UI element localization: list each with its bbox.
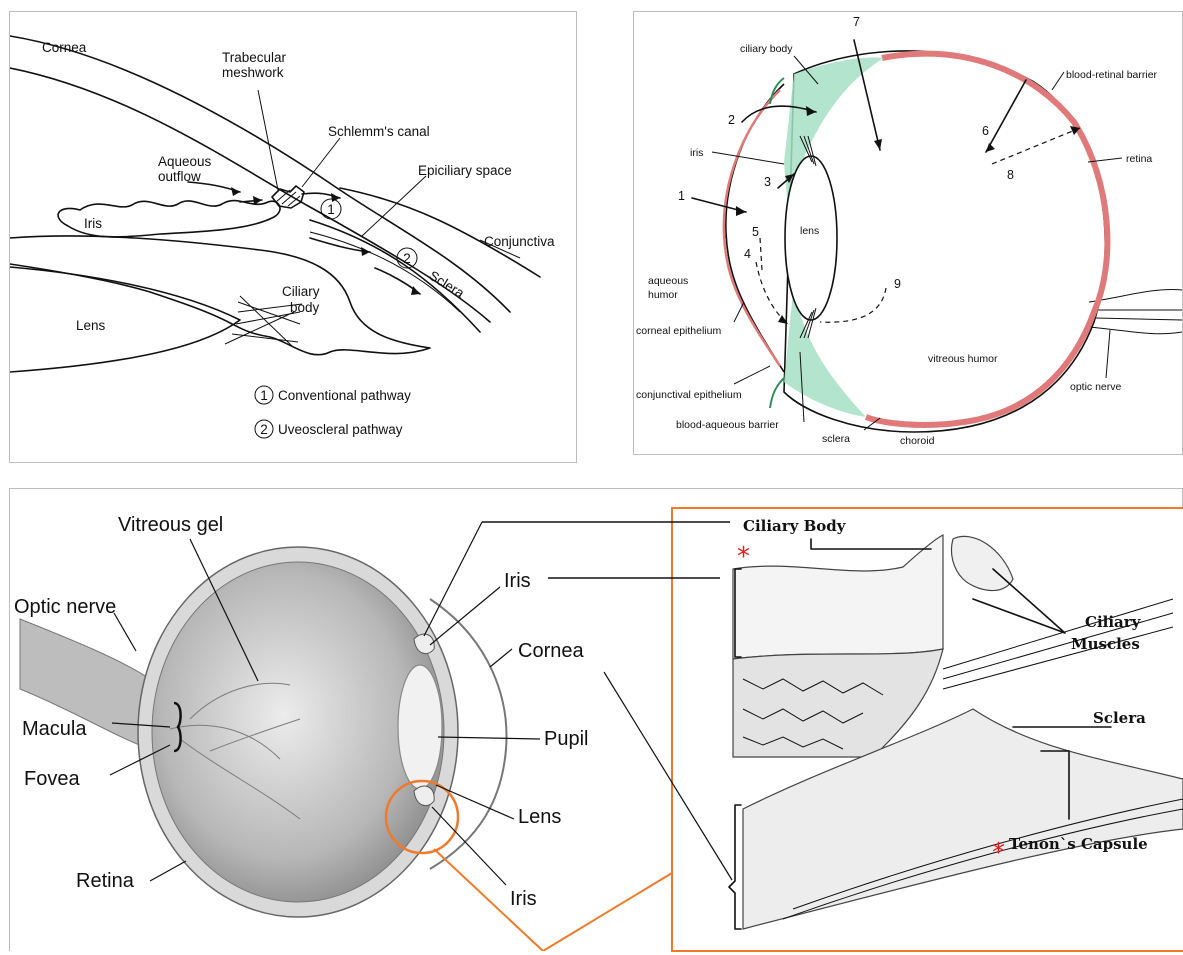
number-4: 4 [744,247,751,261]
sclera-label: Sclera [426,268,467,301]
ciliary-body-label: Ciliary Body [743,517,847,535]
aqueous-label-2: outflow [158,169,201,184]
retina-label: Retina [76,870,135,892]
lens-label: lens [800,225,819,237]
iris-label: iris [690,147,703,159]
aqueous-outflow-diagram: 1 2 Cornea Trabecular meshwork Schlemm's… [10,12,576,462]
trabecular-hatching [276,190,300,206]
corneal-epithelium-label: corneal epithelium [636,325,721,337]
lens-shape [398,665,442,789]
number-7: 7 [853,15,860,29]
ciliary-zoom-diagram: * * Ciliary Body Ciliary Muscles Sclera … [673,509,1183,950]
ciliary-body-label: ciliary body [740,43,793,55]
trabecular-label-1: Trabecular [222,50,287,65]
trabecular-label-2: meshwork [222,65,284,80]
iris-top-leader [430,587,500,645]
ciliary-body-outline [10,236,430,355]
conjunctival-epithelium-lines [770,78,784,408]
vitreous-gel-label: Vitreous gel [118,514,223,536]
iris-bottom-label: Iris [510,888,537,910]
retina-leader [150,861,186,881]
ciliary-process [951,536,1013,590]
conj-epi-leader [734,366,770,384]
legend-uveoscleral: Uveoscleral pathway [278,422,403,437]
aqueous-label-1: aqueous [648,275,688,287]
lens-label: Lens [76,318,106,333]
conjunctival-epithelium-label: conjunctival epithelium [636,389,742,401]
corneal-epi-leader [734,302,744,322]
retina-label: retina [1126,153,1152,165]
iris-tissue [733,535,943,659]
cornea-leader [490,649,512,667]
optic-leader [1106,330,1110,378]
legend-conventional: Conventional pathway [278,388,411,403]
pupil-label: Pupil [544,728,588,750]
vitreous-label: vitreous humor [928,353,998,365]
iris-star: * [737,542,750,572]
lens-leader [436,785,514,819]
arrow-4 [756,262,788,324]
number-1: 1 [678,189,685,203]
fovea-label: Fovea [24,768,80,790]
lower-bracket [729,805,741,929]
eye-barriers-diagram: 7 2 6 8 3 1 5 4 9 ciliary body blood-ret… [634,12,1182,454]
eye-barriers-panel: 7 2 6 8 3 1 5 4 9 ciliary body blood-ret… [633,11,1183,455]
zoom-connector [434,849,672,951]
conjunctiva-line [340,188,540,277]
iris-top-label: Iris [504,570,531,592]
ciliary-body-leader [811,539,931,549]
arrow-7 [854,40,880,150]
aqueous-label-1: Aqueous [158,154,212,169]
number-6: 6 [982,124,989,138]
iris-leader [712,152,784,164]
number-9: 9 [894,277,901,291]
cornea-label: Cornea [42,40,87,55]
optic-leader [114,613,136,651]
ciliary-muscles-label-1: Ciliary [1085,613,1142,631]
macula-label: Macula [22,718,87,740]
ciliary-label-1: Ciliary [282,284,320,299]
epiciliary-label: Epiciliary space [418,163,512,178]
tenon-capsule-label: Tenon`s Capsule [1009,835,1148,853]
blood-retinal-label: blood-retinal barrier [1066,69,1158,81]
lens-label: Lens [518,806,561,828]
number-2: 2 [728,113,735,127]
lens-outline [10,267,240,372]
legend-marker-1: 1 [260,388,268,403]
aqueous-outflow-panel: 1 2 Cornea Trabecular meshwork Schlemm's… [9,11,577,463]
iris-label: Iris [84,216,102,231]
epiciliary-leader [362,176,426,236]
tenon-star: * [992,838,1005,868]
blood-aqueous-label: blood-aqueous barrier [676,419,779,431]
schlemm-leader [302,138,340,187]
number-8: 8 [1007,168,1014,182]
arrow-8 [992,128,1080,164]
arrowheads [231,187,420,295]
sclera-label: sclera [822,433,850,445]
lens-shape [785,156,837,320]
ciliary-label-2: body [290,300,320,315]
number-5: 5 [752,225,759,239]
number-3: 3 [764,175,771,189]
conjunctiva-label: Conjunctiva [484,234,555,249]
optic-nerve-label: Optic nerve [14,596,116,618]
ciliary-muscles-label-2: Muscles [1071,635,1140,653]
aqueous-label-2: humor [648,289,678,301]
retina-band [866,54,1107,425]
sclera-inner-line [310,220,480,332]
arrow-5 [760,238,762,270]
ciliary-zoom-panel: * * Ciliary Body Ciliary Muscles Sclera … [671,507,1183,952]
schlemm-label: Schlemm's canal [328,124,430,139]
blood-retinal-leader [1052,72,1064,90]
cornea-inner-contour [10,68,490,322]
marker-1: 1 [327,202,335,217]
legend-marker-2: 2 [260,422,268,437]
choroid-label: choroid [900,435,935,447]
cornea-label: Cornea [518,640,584,662]
marker-2: 2 [403,251,411,266]
optic-nerve-label: optic nerve [1070,381,1122,393]
arrow-6 [986,80,1026,152]
sclera-label: Sclera [1093,709,1146,727]
